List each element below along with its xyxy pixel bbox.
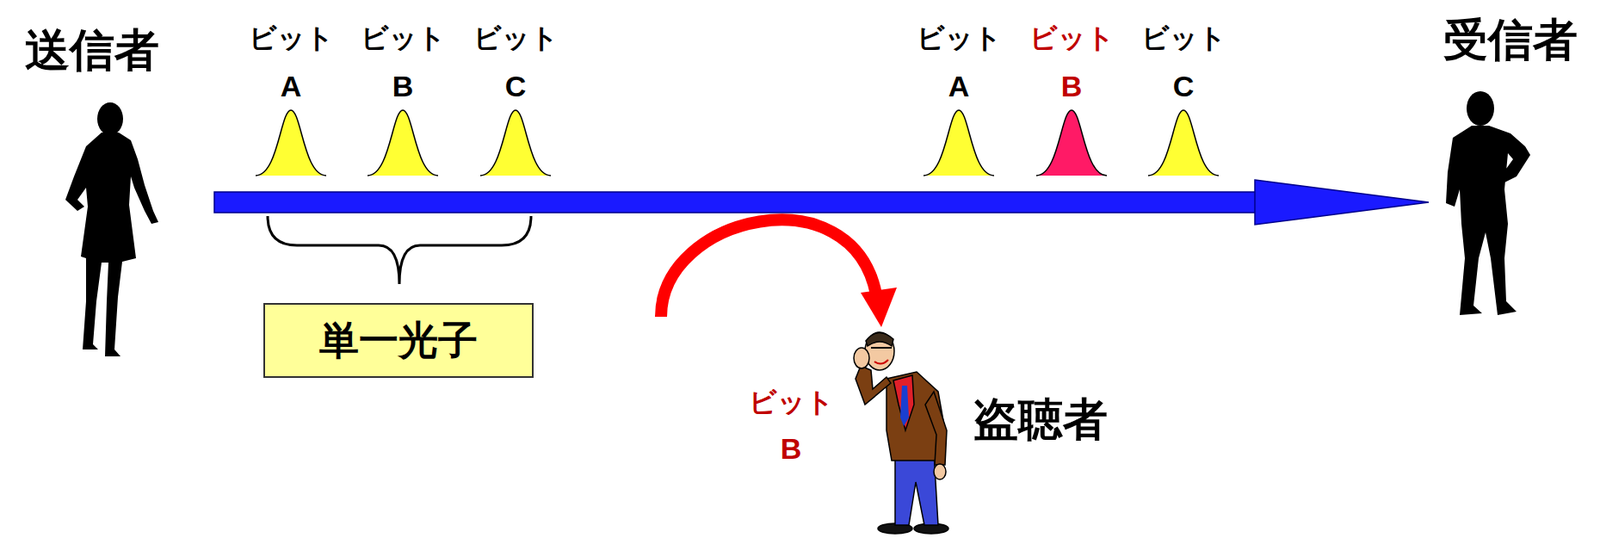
- bit-label: ビット: [1141, 23, 1227, 54]
- bit-label: ビット: [1029, 23, 1115, 54]
- role-label: 受信者: [1443, 15, 1578, 65]
- intercept-arrow: [661, 219, 897, 328]
- bracket: [267, 216, 532, 285]
- bit-letter: A: [280, 70, 303, 103]
- photon-pulses: [255, 110, 1219, 176]
- bit-letter: B: [1061, 70, 1083, 103]
- role-label: 盗聴者: [973, 395, 1108, 445]
- bit-letter: B: [392, 70, 414, 103]
- sender-silhouette: [65, 102, 159, 357]
- bit-letter: B: [780, 432, 803, 465]
- photon-box: 単一光子: [263, 302, 534, 378]
- bit-label: ビット: [473, 23, 559, 54]
- channel-arrow: [214, 179, 1429, 225]
- bit-letter: A: [948, 70, 970, 103]
- bit-letter: C: [1173, 70, 1195, 103]
- receiver-silhouette: [1445, 91, 1531, 316]
- bit-label: ビット: [248, 23, 334, 54]
- eavesdropper-figure: [853, 332, 949, 534]
- bit-label: ビット: [360, 23, 446, 54]
- role-label: 送信者: [24, 25, 160, 75]
- bit-label: ビット: [916, 23, 1002, 54]
- bit-letter: C: [505, 70, 527, 103]
- bit-label: ビット: [748, 387, 834, 418]
- box-text: 単一光子: [319, 318, 478, 363]
